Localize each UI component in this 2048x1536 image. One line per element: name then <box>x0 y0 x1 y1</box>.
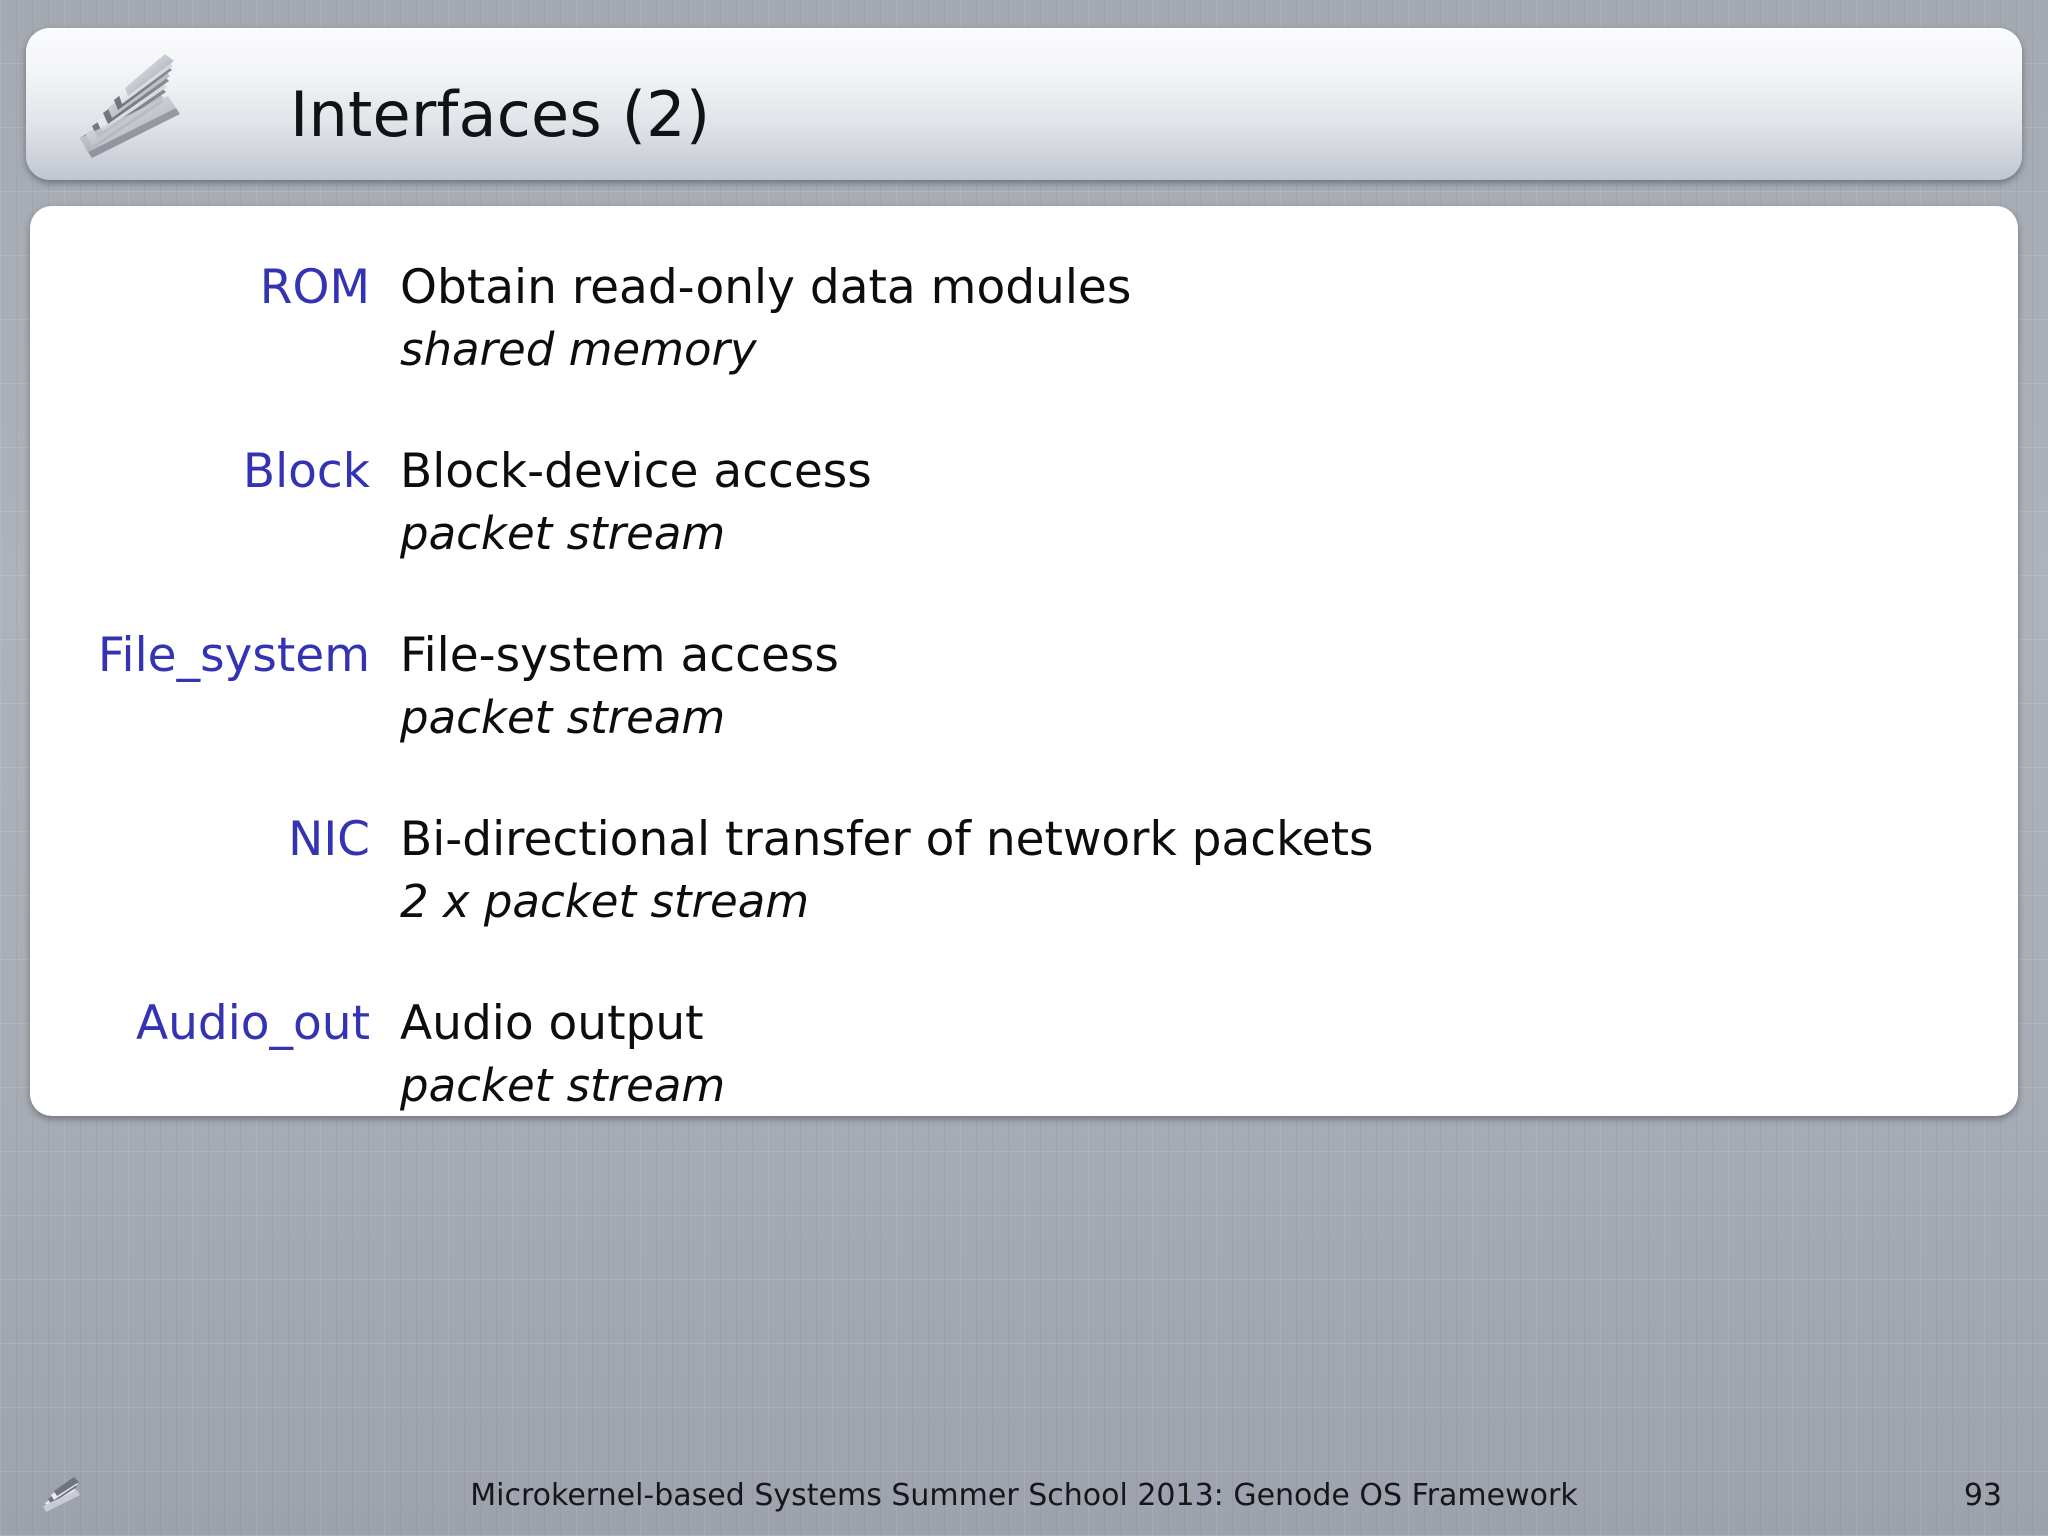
interface-label: Block <box>242 444 370 499</box>
interface-mechanism: 2 x packet stream <box>400 875 810 928</box>
page-title: Interfaces (2) <box>290 78 711 151</box>
interface-body: Obtain read-only data modules shared mem… <box>400 258 2018 380</box>
interface-label: NIC <box>288 812 370 867</box>
slide-header-panel: Interfaces (2) <box>26 28 2022 180</box>
interface-body: Bi-directional transfer of network packe… <box>400 810 2018 932</box>
interface-mechanism: packet stream <box>400 507 726 560</box>
interface-description: Audio output <box>400 996 704 1051</box>
interface-description: Obtain read-only data modules <box>400 260 1132 315</box>
interface-list: ROM Obtain read-only data modules shared… <box>30 258 2018 1116</box>
interface-body: Audio output packet stream <box>400 994 2018 1116</box>
list-item: NIC Bi-directional transfer of network p… <box>30 810 2018 932</box>
fanned-pages-logo-small-icon <box>40 1476 88 1518</box>
slide-content-panel: ROM Obtain read-only data modules shared… <box>30 206 2018 1116</box>
list-item: ROM Obtain read-only data modules shared… <box>30 258 2018 380</box>
interface-body: File-system access packet stream <box>400 626 2018 748</box>
page-number: 93 <box>1963 1478 2002 1513</box>
interface-label: ROM <box>259 260 370 315</box>
interface-mechanism: shared memory <box>400 323 757 376</box>
interface-body: Block-device access packet stream <box>400 442 2018 564</box>
footer-title: Microkernel-based Systems Summer School … <box>470 1478 1578 1513</box>
list-item: Block Block-device access packet stream <box>30 442 2018 564</box>
slide-footer: Microkernel-based Systems Summer School … <box>0 1460 2048 1536</box>
interface-mechanism: packet stream <box>400 1059 726 1112</box>
list-item: File_system File-system access packet st… <box>30 626 2018 748</box>
interface-description: Bi-directional transfer of network packe… <box>400 812 1374 867</box>
interface-label: File_system <box>97 628 370 683</box>
interface-description: File-system access <box>400 628 839 683</box>
fanned-pages-logo-icon <box>68 54 218 158</box>
interface-description: Block-device access <box>400 444 872 499</box>
interface-label: Audio_out <box>135 996 370 1051</box>
interface-mechanism: packet stream <box>400 691 726 744</box>
list-item: Audio_out Audio output packet stream <box>30 994 2018 1116</box>
